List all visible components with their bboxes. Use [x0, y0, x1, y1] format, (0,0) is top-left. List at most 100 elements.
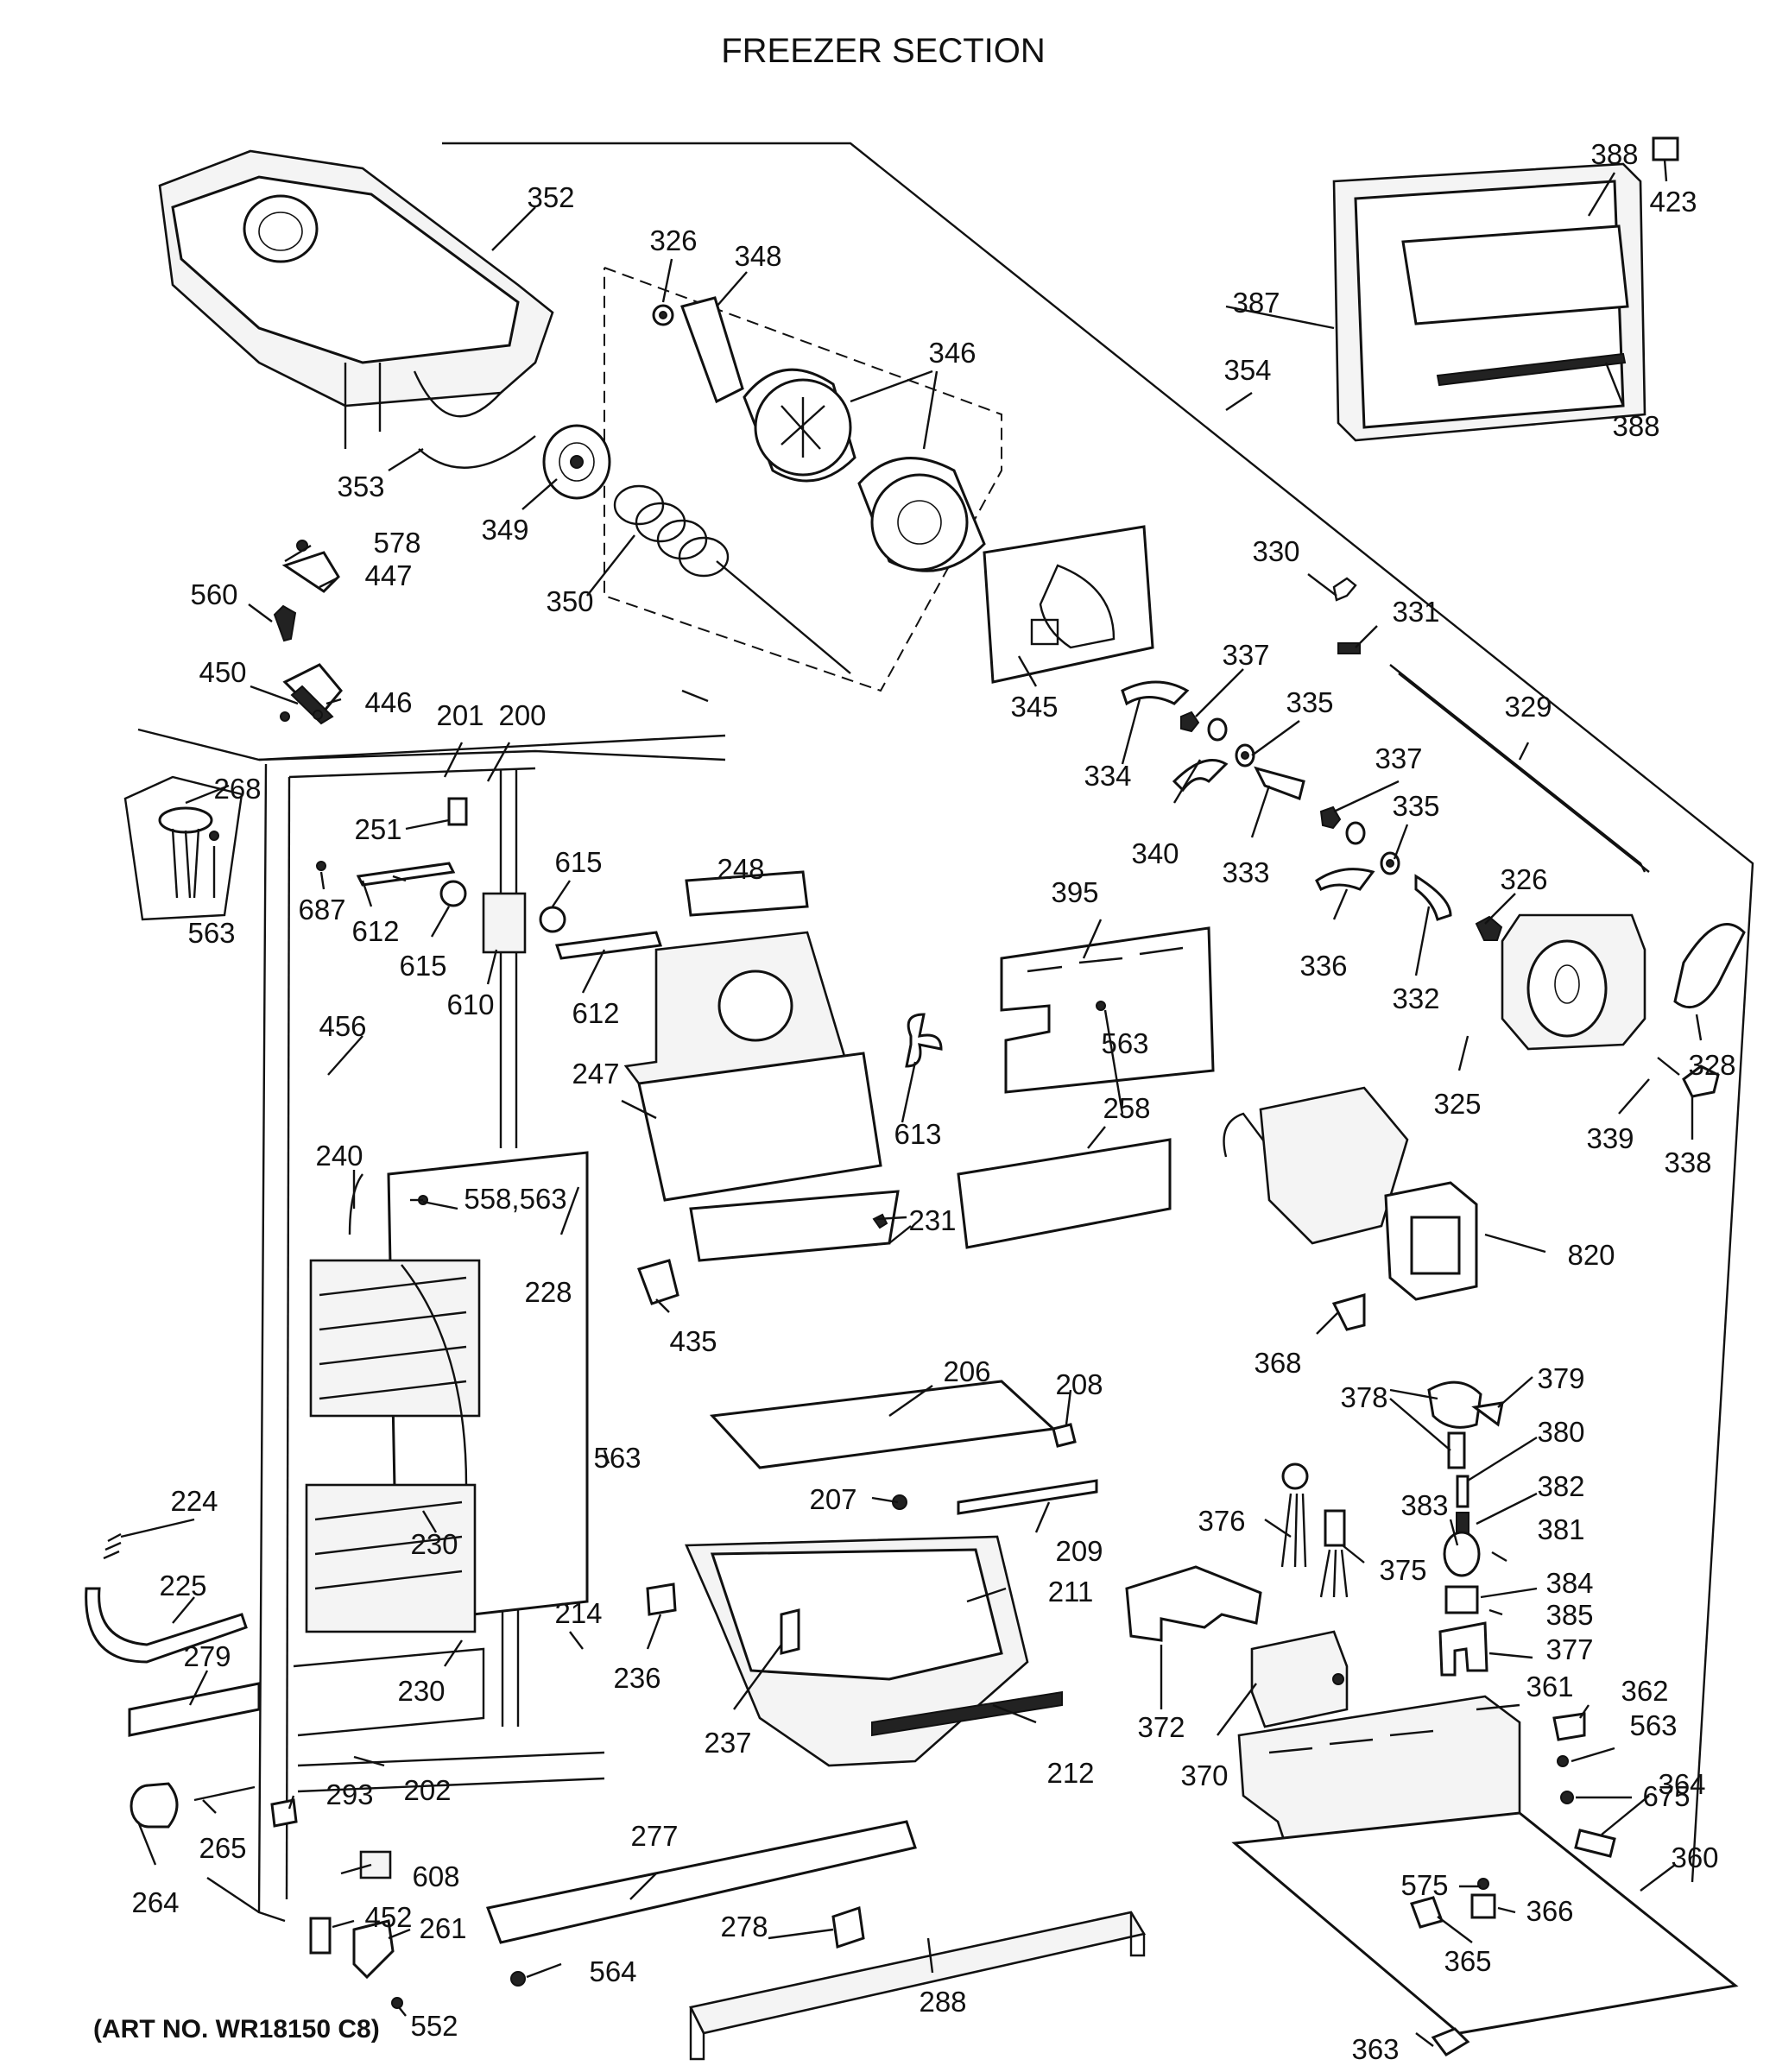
callout-231: 231 [908, 1204, 956, 1236]
callout-200: 200 [498, 699, 546, 731]
callout-340: 340 [1131, 837, 1179, 869]
callout-383: 383 [1400, 1489, 1448, 1521]
part-563-screw [1557, 1755, 1569, 1767]
part-212-trim [871, 1690, 1063, 1737]
callout-237: 237 [704, 1727, 751, 1759]
callout-337b: 337 [1375, 742, 1422, 774]
callout-368: 368 [1254, 1347, 1301, 1379]
callout-338: 338 [1664, 1147, 1711, 1178]
callout-228: 228 [524, 1276, 572, 1308]
callout-387: 387 [1232, 287, 1280, 319]
callout-370: 370 [1180, 1759, 1228, 1791]
callout-615a: 615 [399, 950, 446, 982]
callout-385: 385 [1545, 1599, 1593, 1631]
callout-349: 349 [481, 514, 528, 546]
callout-333: 333 [1222, 856, 1269, 888]
callout-211: 211 [1048, 1576, 1094, 1608]
callout-456: 456 [319, 1010, 366, 1042]
callout-447: 447 [364, 559, 412, 591]
callout-360: 360 [1671, 1841, 1718, 1873]
callout-375: 375 [1379, 1554, 1426, 1586]
part-346-cylinders [743, 368, 986, 572]
part-206-shelf [709, 1380, 1057, 1469]
part-552-screw [391, 1997, 403, 2009]
callout-332: 332 [1392, 982, 1439, 1014]
callout-207: 207 [809, 1483, 856, 1515]
part-thermostat-group [316, 797, 662, 960]
callout-209: 209 [1055, 1535, 1103, 1567]
callout-248: 248 [717, 853, 764, 885]
callout-261: 261 [419, 1912, 466, 1944]
callout-206: 206 [943, 1355, 990, 1387]
part-237-clip [780, 1608, 800, 1655]
part-288-grille [689, 1911, 1147, 2061]
callout-552: 552 [410, 2010, 458, 2042]
callout-208: 208 [1055, 1368, 1103, 1400]
callout-388a: 388 [1590, 138, 1638, 170]
callout-366: 366 [1526, 1895, 1573, 1927]
callout-326a: 326 [649, 224, 697, 256]
callout-687: 687 [298, 894, 345, 925]
callout-615b: 615 [554, 846, 602, 878]
callout-293: 293 [325, 1778, 373, 1810]
callout-334: 334 [1084, 760, 1131, 792]
callout-560: 560 [190, 578, 237, 610]
callout-382: 382 [1537, 1470, 1584, 1502]
callout-384: 384 [1545, 1567, 1593, 1599]
callout-675: 675 [1642, 1780, 1690, 1812]
callout-335a: 335 [1286, 686, 1333, 718]
callout-288: 288 [919, 1986, 966, 2018]
callout-612b: 612 [572, 997, 619, 1029]
part-350-auger [613, 484, 851, 674]
callout-372: 372 [1137, 1711, 1185, 1743]
auger-assembly-boundary [604, 267, 1002, 692]
part-368-bracket [1331, 1293, 1366, 1331]
callout-277: 277 [630, 1820, 678, 1852]
callout-578: 578 [373, 527, 420, 559]
part-261-bracket [352, 1919, 395, 1980]
callout-339: 339 [1586, 1122, 1634, 1154]
callout-236: 236 [613, 1662, 660, 1694]
callout-325: 325 [1433, 1088, 1481, 1120]
part-264-roller [130, 1782, 179, 1829]
part-278-clip [831, 1906, 865, 1949]
callout-214: 214 [554, 1597, 602, 1629]
callout-230b: 230 [397, 1675, 445, 1707]
part-353-wire [418, 435, 536, 469]
callout-251: 251 [354, 813, 401, 845]
callout-230a: 230 [410, 1528, 458, 1560]
part-339-pin [1657, 1057, 1680, 1076]
callout-380: 380 [1537, 1416, 1584, 1448]
callout-268: 268 [213, 773, 261, 805]
callout-240: 240 [315, 1140, 363, 1172]
callout-328: 328 [1688, 1049, 1735, 1081]
callout-564: 564 [589, 1955, 636, 1987]
part-225-drain [85, 1532, 261, 1737]
callout-376: 376 [1198, 1505, 1245, 1537]
callout-613: 613 [894, 1118, 941, 1150]
callout-452: 452 [364, 1901, 412, 1933]
part-293-block [270, 1798, 298, 1828]
part-395-plate [1000, 926, 1215, 1094]
callout-265: 265 [199, 1832, 246, 1864]
callout-450: 450 [199, 656, 246, 688]
callout-612a: 612 [351, 915, 399, 947]
part-370-motor [1250, 1630, 1349, 1728]
part-277-rail [485, 1820, 917, 1944]
part-361-360-base [1231, 1695, 1739, 2035]
callout-563d: 563 [593, 1442, 641, 1474]
part-435-clip [637, 1259, 679, 1305]
part-372-cover [1125, 1565, 1262, 1642]
part-247-fan-housing [623, 870, 900, 1262]
callout-563b: 563 [1629, 1709, 1677, 1741]
callout-379: 379 [1537, 1362, 1584, 1394]
part-820-ice-maker [1223, 1086, 1478, 1301]
callout-212: 212 [1046, 1757, 1094, 1789]
callout-435: 435 [669, 1325, 717, 1357]
callout-346: 346 [928, 337, 976, 369]
part-hinge-top [273, 540, 343, 725]
callout-225: 225 [159, 1570, 206, 1601]
